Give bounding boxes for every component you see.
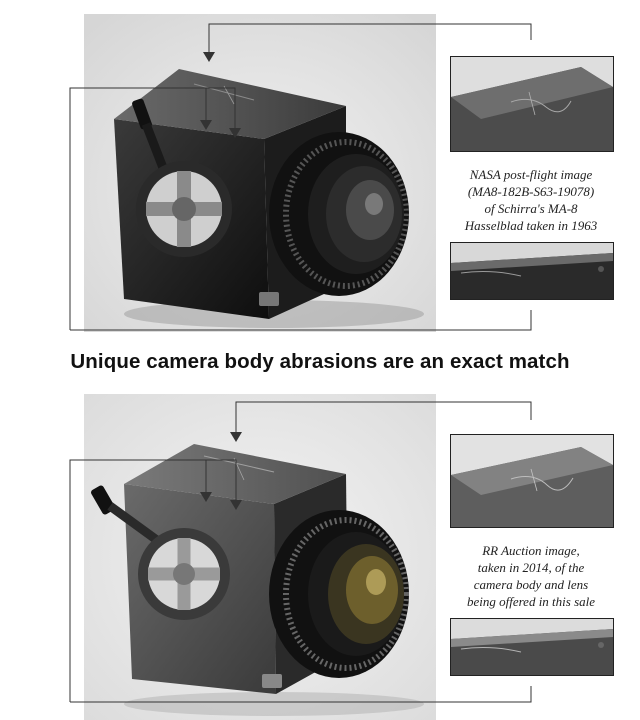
bottom-caption-line: being offered in this sale bbox=[466, 594, 596, 609]
top-caption-line: of Schirra's MA-8 bbox=[484, 201, 578, 216]
top-caption-line: Hasselblad taken in 1963 bbox=[464, 218, 598, 233]
top-detail-top-plate bbox=[450, 56, 614, 152]
bottom-detail-body-edge bbox=[450, 618, 614, 676]
bottom-caption-line: camera body and lens bbox=[473, 577, 589, 592]
bottom-detail-top-plate bbox=[450, 434, 614, 528]
top-detail-body-edge bbox=[450, 242, 614, 300]
bottom-caption-line: taken in 2014, of the bbox=[477, 560, 585, 575]
top-caption: NASA post-flight image (MA8-182B-S63-190… bbox=[446, 166, 616, 234]
bottom-caption-line: RR Auction image, bbox=[482, 543, 580, 558]
top-caption-line: NASA post-flight image bbox=[469, 167, 593, 182]
headline: Unique camera body abrasions are an exac… bbox=[70, 350, 570, 373]
bottom-camera-photo bbox=[84, 394, 436, 720]
bottom-caption: RR Auction image, taken in 2014, of the … bbox=[446, 542, 616, 610]
top-camera-photo bbox=[84, 14, 436, 332]
top-caption-line: (MA8-182B-S63-19078) bbox=[467, 184, 595, 199]
